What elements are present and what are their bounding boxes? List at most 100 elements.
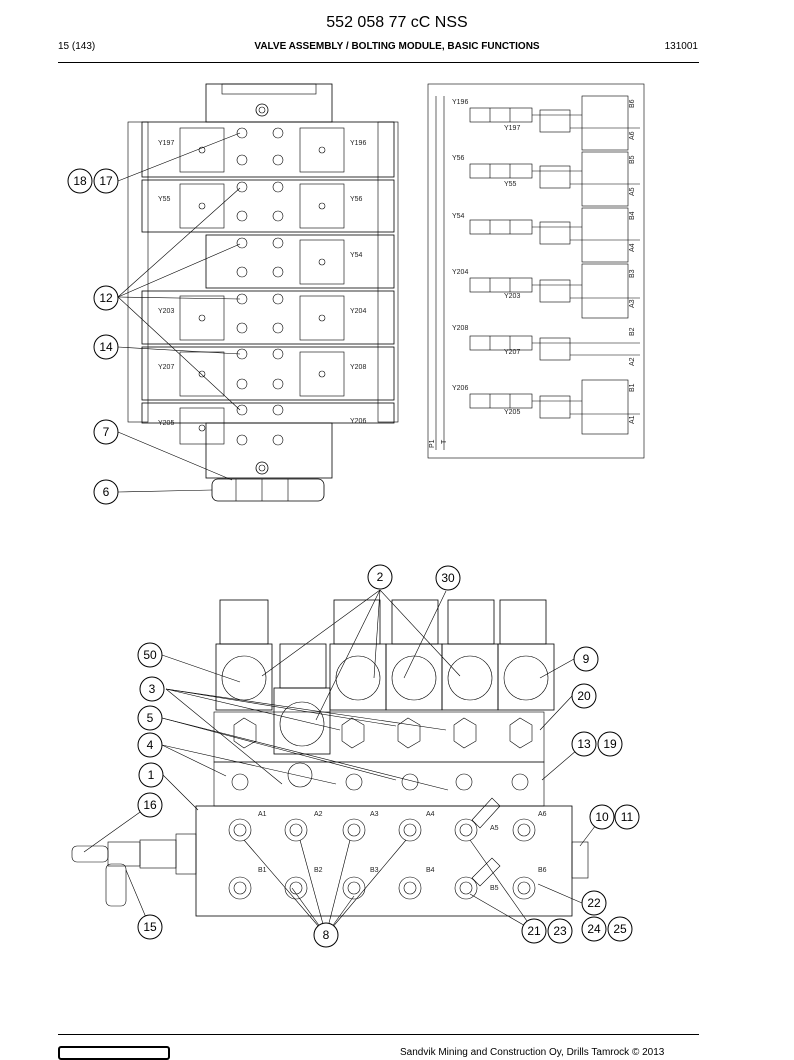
schematic-valve-label: Y196 xyxy=(452,99,468,106)
front-port-label: B6 xyxy=(538,867,547,874)
svg-text:5: 5 xyxy=(147,711,154,725)
svg-text:7: 7 xyxy=(103,425,110,439)
schematic-valve-label: Y206 xyxy=(452,385,468,392)
section-title: VALVE ASSEMBLY / BOLTING MODULE, BASIC F… xyxy=(254,41,540,52)
callout-9: 9 xyxy=(573,646,599,672)
callout-15: 15 xyxy=(137,914,163,940)
front-view-drawing: A1 A2 A3 A4 A5 A6 B1 B2 B3 B4 B5 B6 xyxy=(71,589,603,936)
svg-text:8: 8 xyxy=(323,928,330,942)
top-valve-label: Y207 xyxy=(158,364,174,371)
schematic-port-label: B3 xyxy=(629,269,636,278)
schematic-section-4 xyxy=(469,263,640,319)
callout-8: 8 xyxy=(313,922,339,948)
svg-text:2: 2 xyxy=(377,570,384,584)
schematic-valve-label: Y205 xyxy=(504,409,520,416)
callout-23: 23 xyxy=(547,918,573,944)
front-port-label: A3 xyxy=(370,811,379,818)
svg-text:11: 11 xyxy=(621,810,634,824)
schematic-valve-label: Y203 xyxy=(504,293,520,300)
top-valve-label: Y196 xyxy=(350,140,366,147)
top-valve-label: Y204 xyxy=(350,308,366,315)
callout-3: 3 xyxy=(139,676,165,702)
schematic-valve-label: Y56 xyxy=(452,155,465,162)
callout-24: 24 xyxy=(581,916,607,942)
top-valve-label: Y206 xyxy=(350,418,366,425)
svg-text:19: 19 xyxy=(603,737,617,751)
front-port-label: B5 xyxy=(490,885,499,892)
schematic-section-2 xyxy=(469,151,640,207)
schematic-port-label: A6 xyxy=(629,131,636,140)
svg-text:1: 1 xyxy=(148,768,155,782)
svg-text:23: 23 xyxy=(553,924,567,938)
svg-text:10: 10 xyxy=(595,810,609,824)
front-port-label: A2 xyxy=(314,811,323,818)
top-valve-label: Y55 xyxy=(158,196,171,203)
schematic-port-label: A2 xyxy=(629,357,636,366)
callout-2: 2 xyxy=(367,564,393,590)
svg-text:14: 14 xyxy=(99,340,113,354)
schematic-section-6 xyxy=(469,379,640,435)
callout-20: 20 xyxy=(571,683,597,709)
top-valve-label: Y56 xyxy=(350,196,363,203)
schematic-valve-label: Y54 xyxy=(452,213,465,220)
schematic-port-label: B6 xyxy=(629,99,636,108)
schematic-valve-label: Y204 xyxy=(452,269,468,276)
schematic-port-label: B5 xyxy=(629,155,636,164)
schematic-port-label: A3 xyxy=(629,299,636,308)
callout-12: 12 xyxy=(93,285,119,311)
front-port-label: A4 xyxy=(426,811,435,818)
front-port-label: A5 xyxy=(490,825,499,832)
header-rule xyxy=(58,62,699,63)
callout-18: 18 xyxy=(67,168,93,194)
callout-50: 50 xyxy=(137,642,163,668)
schematic-port-label: B4 xyxy=(629,211,636,220)
svg-text:18: 18 xyxy=(73,174,87,188)
schematic-section-3 xyxy=(469,207,640,263)
schematic-valve-label: Y207 xyxy=(504,349,520,356)
callout-4: 4 xyxy=(137,732,163,758)
callout-6: 6 xyxy=(93,479,119,505)
schematic-port-label: P1 xyxy=(429,439,436,448)
callout-19: 19 xyxy=(597,731,623,757)
front-port-label: B4 xyxy=(426,867,435,874)
top-valve-label: Y208 xyxy=(350,364,366,371)
callout-30: 30 xyxy=(435,565,461,591)
schematic-valve-label: Y55 xyxy=(504,181,517,188)
front-port-label: B2 xyxy=(314,867,323,874)
brand-logo xyxy=(58,1046,170,1060)
svg-text:50: 50 xyxy=(143,648,157,662)
callout-7: 7 xyxy=(93,419,119,445)
svg-text:16: 16 xyxy=(143,798,157,812)
svg-text:4: 4 xyxy=(147,738,154,752)
schematic-section-5 xyxy=(469,335,640,361)
front-port-label: B1 xyxy=(258,867,267,874)
top-view-drawing: Y197 Y196 Y55 Y56 Y54 Y203 Y204 Y207 Y20… xyxy=(117,83,399,502)
schematic-valve-label: Y208 xyxy=(452,325,468,332)
callout-1: 1 xyxy=(138,762,164,788)
front-port-label: A1 xyxy=(258,811,267,818)
callout-11: 11 xyxy=(614,804,640,830)
svg-text:3: 3 xyxy=(149,682,156,696)
svg-text:15: 15 xyxy=(143,920,157,934)
top-valve-label: Y205 xyxy=(158,420,174,427)
top-valve-label: Y197 xyxy=(158,140,174,147)
schematic-valve-label: Y197 xyxy=(504,125,520,132)
svg-text:25: 25 xyxy=(613,922,627,936)
callout-5: 5 xyxy=(137,705,163,731)
svg-text:24: 24 xyxy=(587,922,601,936)
svg-text:13: 13 xyxy=(577,737,591,751)
front-port-label: B3 xyxy=(370,867,379,874)
svg-text:9: 9 xyxy=(583,652,590,666)
top-valve-label: Y203 xyxy=(158,308,174,315)
schematic-port-label: T xyxy=(441,439,448,444)
callout-25: 25 xyxy=(607,916,633,942)
schematic-port-label: B2 xyxy=(629,327,636,336)
callout-21: 21 xyxy=(521,918,547,944)
callout-22: 22 xyxy=(581,890,607,916)
top-valve-label: Y54 xyxy=(350,252,363,259)
svg-text:20: 20 xyxy=(577,689,591,703)
front-port-label: A6 xyxy=(538,811,547,818)
schematic-port-label: A4 xyxy=(629,243,636,252)
document-code: 131001 xyxy=(664,41,698,52)
